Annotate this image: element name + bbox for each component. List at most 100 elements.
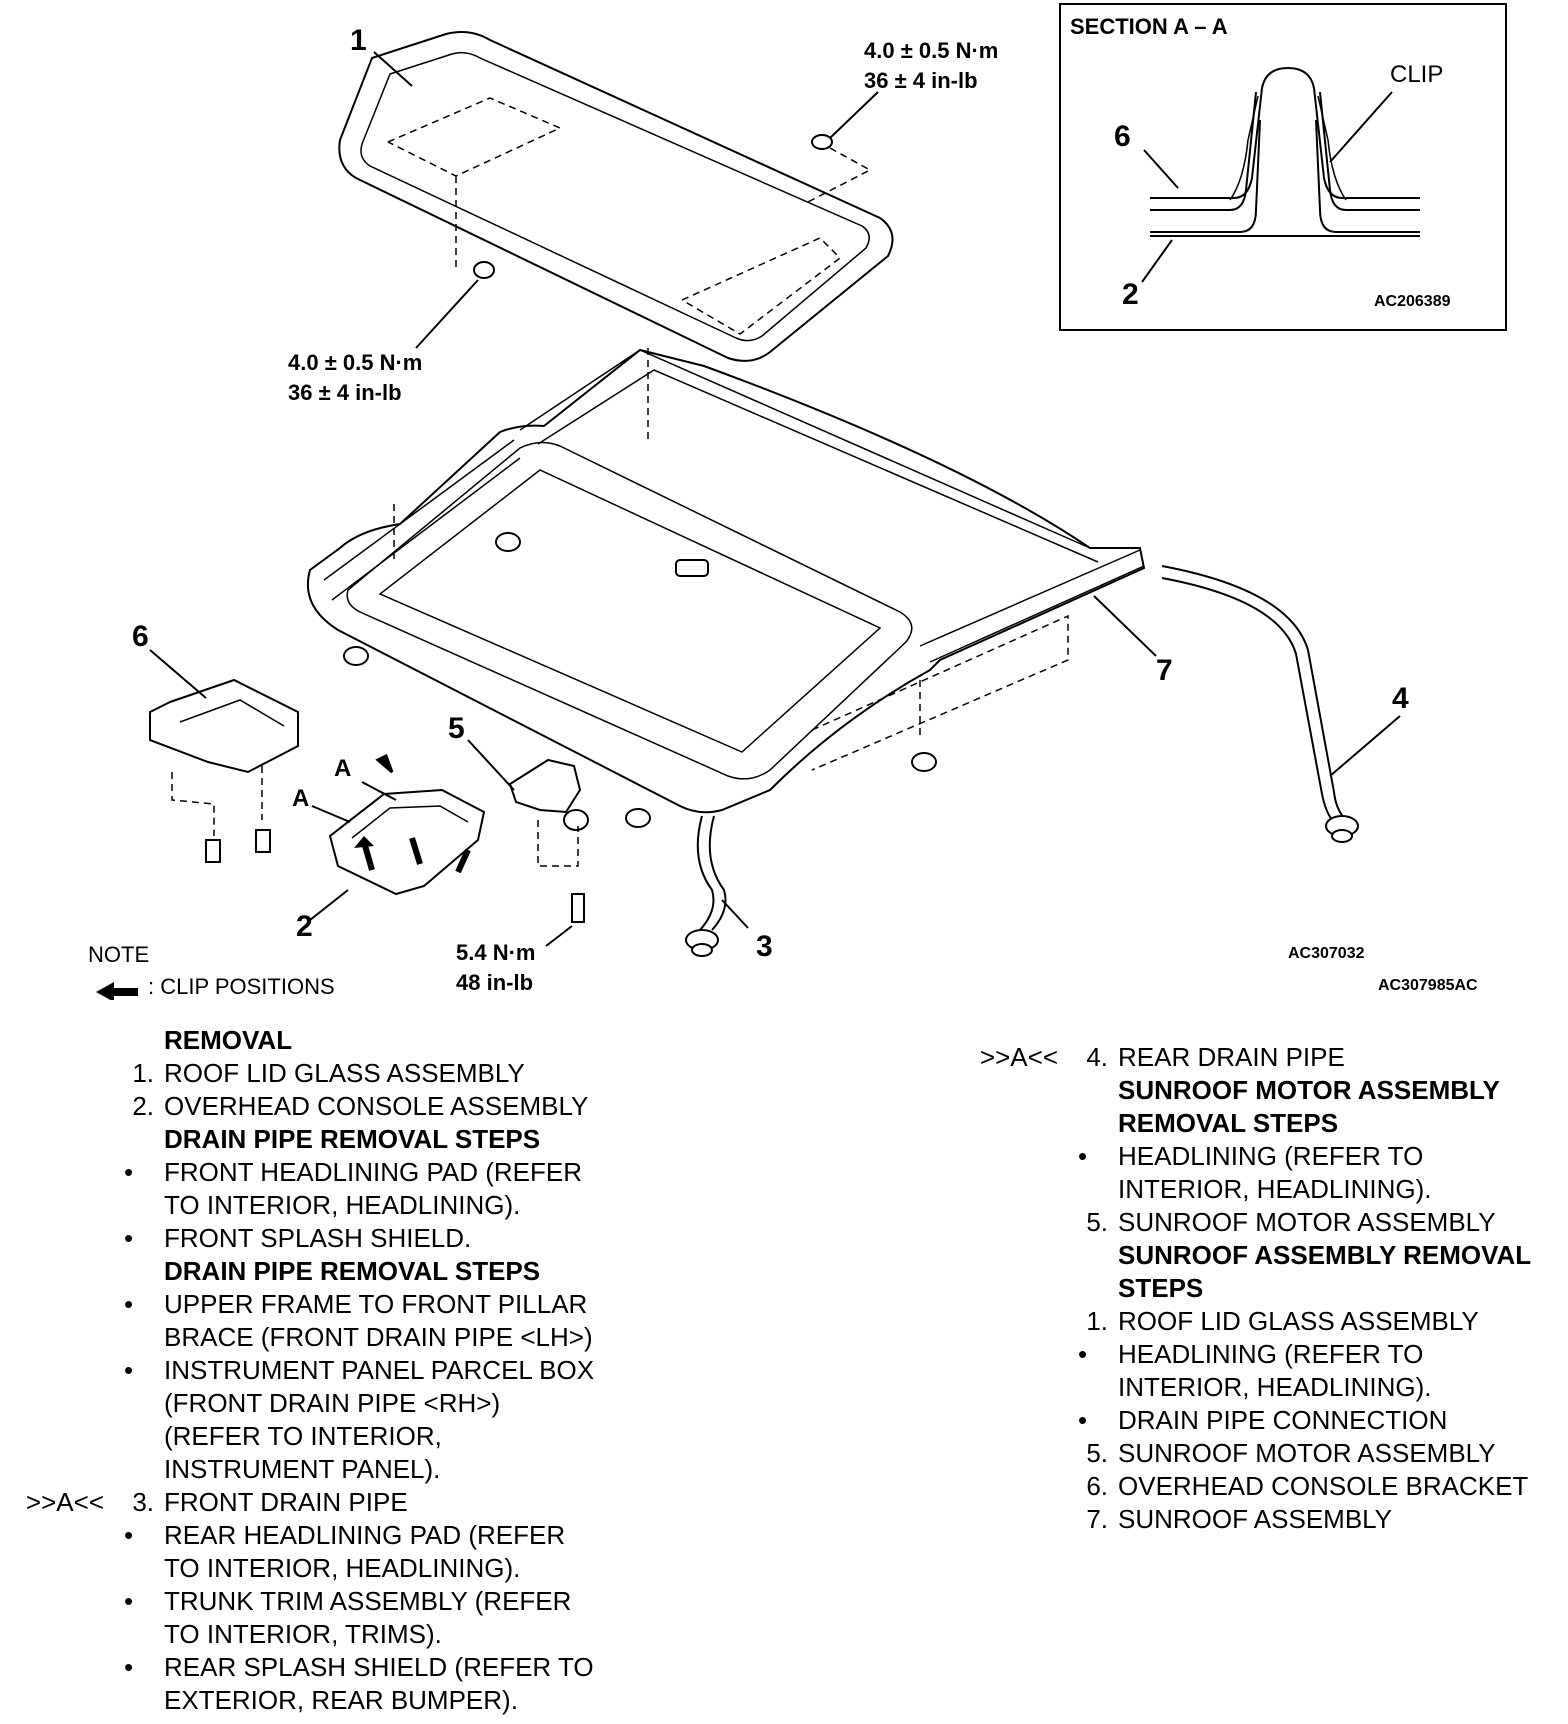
step-row: 6.OVERHEAD CONSOLE BRACKET (1086, 1470, 1531, 1503)
clip-arrow-icon (96, 982, 138, 1000)
step-text: (REFER TO INTERIOR, (164, 1421, 442, 1451)
clip-position-arrows (311, 753, 471, 874)
step-text: DRAIN PIPE CONNECTION (1118, 1405, 1448, 1435)
step-text: BRACE (FRONT DRAIN PIPE <LH>) (164, 1322, 593, 1352)
step-row: •TRUNK TRIM ASSEMBLY (REFER (124, 1585, 594, 1618)
callout-2: 2 (296, 910, 313, 943)
callout-1: 1 (350, 24, 367, 57)
step-heading: SUNROOF ASSEMBLY REMOVAL (1118, 1240, 1532, 1270)
step-row: >>A<<3.FRONT DRAIN PIPE (26, 1486, 594, 1519)
step-bullet: • (124, 1223, 134, 1253)
front-drain-pipe (685, 815, 749, 957)
note-text: : CLIP POSITIONS (148, 974, 335, 999)
step-row: •HEADLINING (REFER TO (1078, 1140, 1531, 1173)
frame-grommets (343, 532, 937, 828)
step-row: • DRAIN PIPE CONNECTION (1078, 1404, 1531, 1437)
step-row: •FRONT HEADLINING PAD (REFER (124, 1156, 594, 1189)
step-row: SUNROOF MOTOR ASSEMBLY (1118, 1074, 1531, 1107)
step-bullet: • (124, 1586, 134, 1616)
step-row: • INSTRUMENT PANEL PARCEL BOX (124, 1354, 595, 1387)
step-bullet: • (1078, 1405, 1088, 1435)
bolt-top-right (803, 91, 879, 205)
step-heading: DRAIN PIPE REMOVAL STEPS (164, 1256, 541, 1286)
step-row: TO INTERIOR, TRIMS). (164, 1618, 594, 1651)
step-text: ROOF LID GLASS ASSEMBLY (1118, 1306, 1479, 1336)
section-label-2: 2 (1122, 278, 1139, 311)
step-text: REAR SPLASH SHIELD (REFER TO (164, 1652, 594, 1682)
step-number: 5. (1086, 1438, 1108, 1468)
step-number: 6. (1086, 1471, 1108, 1501)
step-text: FRONT DRAIN PIPE (164, 1487, 408, 1517)
step-row: 5.SUNROOF MOTOR ASSEMBLY (1086, 1437, 1531, 1470)
step-text: REAR DRAIN PIPE (1118, 1042, 1345, 1072)
step-number: 2. (132, 1091, 154, 1121)
step-text: (FRONT DRAIN PIPE <RH>) (164, 1388, 501, 1418)
step-text: INTERIOR, HEADLINING). (1118, 1174, 1432, 1204)
step-reference-mark: >>A<< (979, 1042, 1058, 1072)
step-row: • FRONT SPLASH SHIELD. (124, 1222, 594, 1255)
step-heading: DRAIN PIPE REMOVAL STEPS (164, 1124, 541, 1154)
section-label-6: 6 (1114, 120, 1131, 153)
step-row: REMOVAL (164, 1024, 594, 1057)
arrow-label-lower: A (292, 785, 309, 812)
step-row: >>A<<4.REAR DRAIN PIPE (980, 1041, 1531, 1074)
step-text: FRONT SPLASH SHIELD. (164, 1223, 472, 1253)
step-row: INTERIOR, HEADLINING). (1118, 1173, 1531, 1206)
section-clip-label: CLIP (1390, 61, 1443, 88)
step-bullet: • (124, 1355, 134, 1385)
step-row: 5. SUNROOF MOTOR ASSEMBLY (1086, 1206, 1531, 1239)
section-a-a-inset (1059, 3, 1507, 331)
step-bullet: • (1078, 1339, 1088, 1369)
step-row: 2. OVERHEAD CONSOLE ASSEMBLY (132, 1090, 594, 1123)
section-code: AC206389 (1374, 293, 1451, 310)
step-row: (REFER TO INTERIOR, (164, 1420, 594, 1453)
step-heading: STEPS (1118, 1273, 1204, 1303)
step-row: •REAR HEADLINING PAD (REFER (124, 1519, 594, 1552)
step-row: 1. ROOF LID GLASS ASSEMBLY (1086, 1305, 1531, 1338)
step-reference-mark: >>A<< (25, 1487, 104, 1517)
step-row: TO INTERIOR, HEADLINING). (164, 1189, 594, 1222)
roof-lid-glass (338, 31, 894, 362)
step-text: SUNROOF MOTOR ASSEMBLY (1118, 1207, 1496, 1237)
step-text: INTERIOR, HEADLINING). (1118, 1372, 1432, 1402)
step-number: 7. (1086, 1504, 1108, 1534)
rear-drain-pipe (1161, 565, 1401, 843)
torque-motor-imperial: 48 in-lb (456, 970, 533, 995)
step-number: 1. (1086, 1306, 1108, 1336)
step-row: DRAIN PIPE REMOVAL STEPS (164, 1255, 594, 1288)
step-row: 7. SUNROOF ASSEMBLY (1086, 1503, 1531, 1536)
step-text: TO INTERIOR, HEADLINING). (164, 1190, 521, 1220)
step-row: BRACE (FRONT DRAIN PIPE <LH>) (164, 1321, 594, 1354)
step-bullet: • (1078, 1141, 1088, 1171)
step-text: INSTRUMENT PANEL). (164, 1454, 441, 1484)
step-row: SUNROOF ASSEMBLY REMOVAL (1118, 1239, 1531, 1272)
step-text: REAR HEADLINING PAD (REFER (164, 1520, 566, 1550)
step-heading: SUNROOF MOTOR ASSEMBLY (1118, 1075, 1500, 1105)
note-title: NOTE (88, 942, 149, 967)
step-row: • HEADLINING (REFER TO (1078, 1338, 1531, 1371)
step-bullet: • (124, 1289, 134, 1319)
step-row: 1.ROOF LID GLASS ASSEMBLY (132, 1057, 594, 1090)
sunroof-motor-assembly (467, 739, 589, 947)
step-text: OVERHEAD CONSOLE ASSEMBLY (164, 1091, 589, 1121)
callout-7: 7 (1156, 654, 1173, 687)
step-row: TO INTERIOR, HEADLINING). (164, 1552, 594, 1585)
torque-left-metric: 4.0 ± 0.5 N·m (288, 350, 422, 375)
torque-top-right-metric: 4.0 ± 0.5 N·m (864, 38, 998, 63)
step-text: UPPER FRAME TO FRONT PILLAR (164, 1289, 588, 1319)
step-text: HEADLINING (REFER TO (1118, 1339, 1424, 1369)
step-text: INSTRUMENT PANEL PARCEL BOX (164, 1355, 595, 1385)
step-text: TO INTERIOR, HEADLINING). (164, 1553, 521, 1583)
step-text: SUNROOF ASSEMBLY (1118, 1504, 1393, 1534)
step-row: STEPS (1118, 1272, 1531, 1305)
step-text: TO INTERIOR, TRIMS). (164, 1619, 442, 1649)
step-text: FRONT HEADLINING PAD (REFER (164, 1157, 582, 1187)
bolt-left (415, 261, 495, 349)
torque-motor-metric: 5.4 N·m (456, 940, 535, 965)
step-row: INSTRUMENT PANEL). (164, 1453, 594, 1486)
callout-5: 5 (448, 712, 465, 745)
step-number: 5. (1086, 1207, 1108, 1237)
figure-code-secondary: AC307985AC (1378, 977, 1478, 994)
